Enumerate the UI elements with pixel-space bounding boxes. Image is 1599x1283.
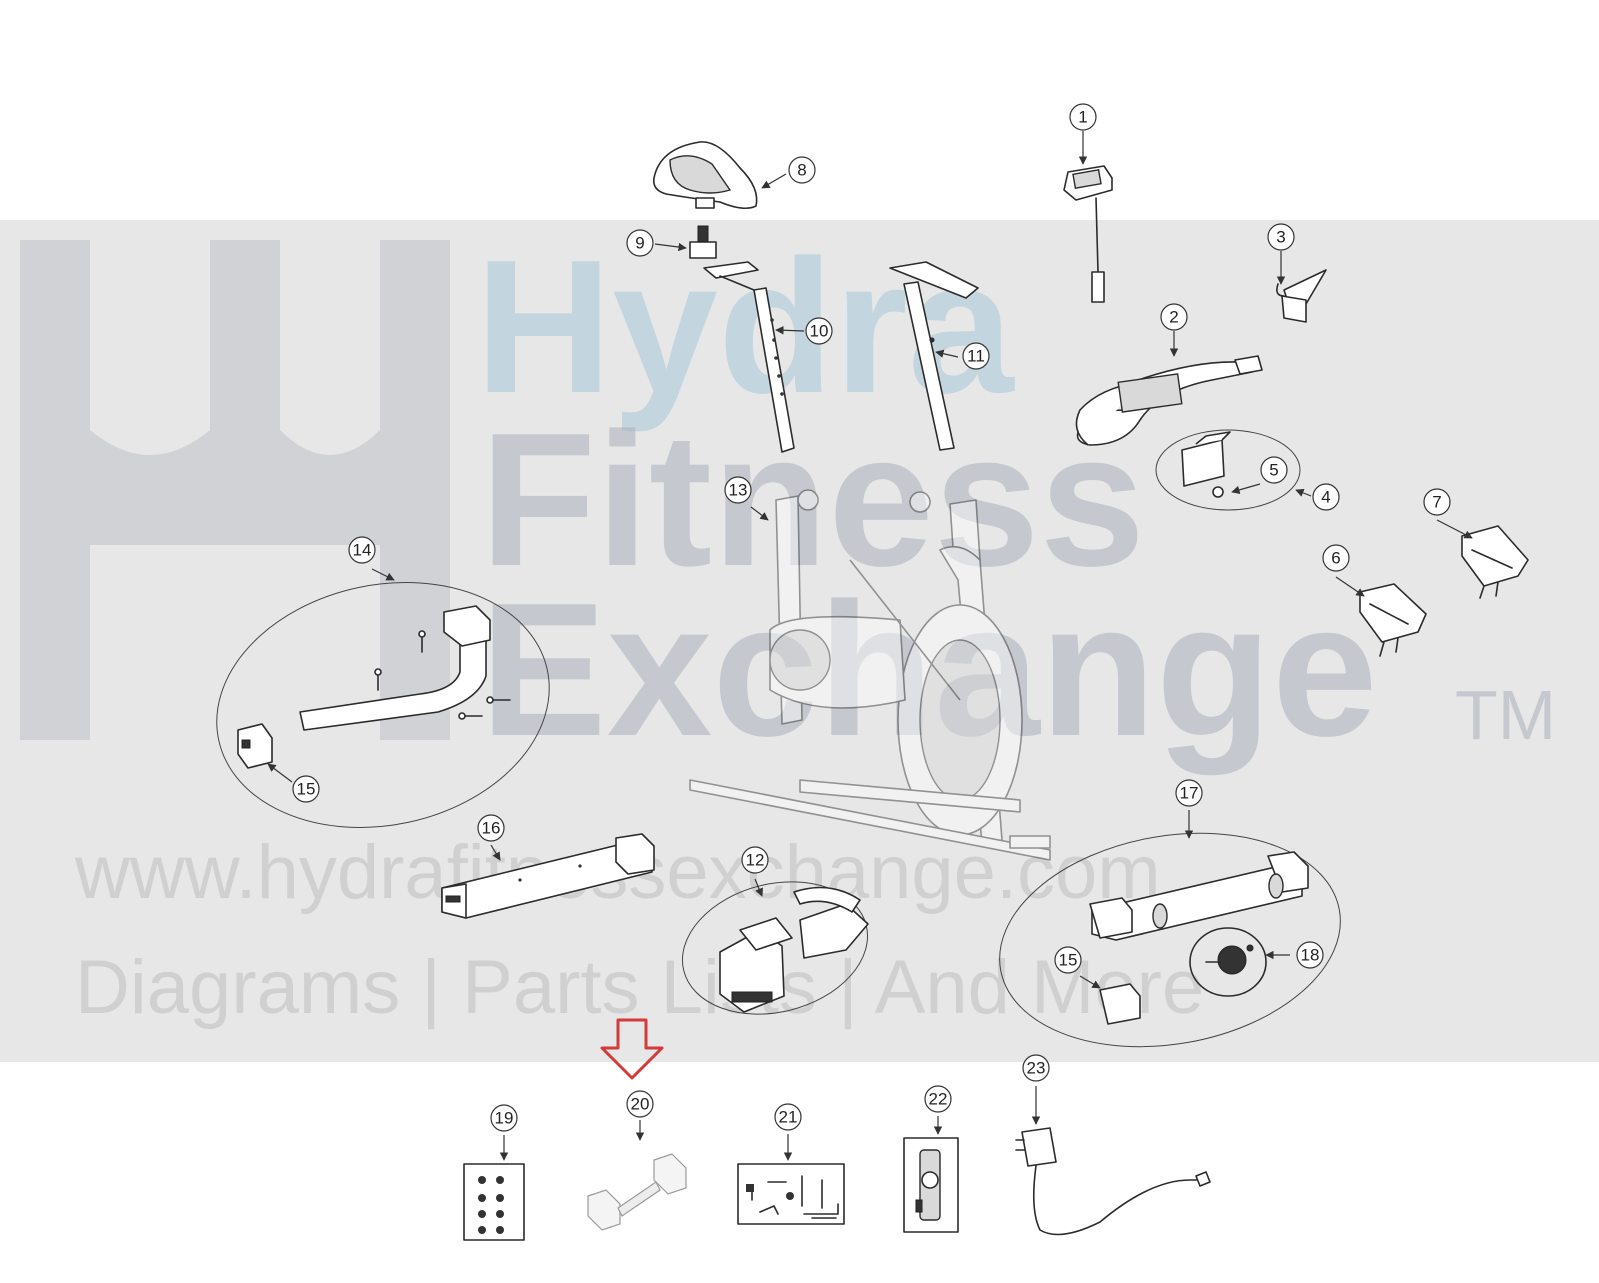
part-console — [1063, 165, 1113, 303]
callout-9: 9 — [626, 229, 654, 257]
callout-7: 7 — [1423, 488, 1451, 516]
svg-text:15: 15 — [297, 780, 316, 799]
part-bracket — [1276, 269, 1327, 323]
svg-text:17: 17 — [1180, 784, 1199, 803]
svg-text:19: 19 — [495, 1109, 514, 1128]
part-strap-right — [1461, 525, 1529, 599]
svg-text:2: 2 — [1169, 308, 1178, 327]
callout-22: 22 — [924, 1085, 952, 1113]
callout-18: 18 — [1296, 941, 1324, 969]
part-rear-base-group — [999, 832, 1341, 1048]
part-main-frame — [689, 489, 1051, 861]
part-seat-post — [703, 261, 795, 453]
callout-15: 15 — [292, 775, 320, 803]
callout-10: 10 — [805, 317, 833, 345]
svg-text:1: 1 — [1078, 108, 1087, 127]
svg-text:21: 21 — [779, 1108, 798, 1127]
svg-text:15: 15 — [1059, 951, 1078, 970]
callout-16: 16 — [477, 814, 505, 842]
svg-text:10: 10 — [810, 322, 829, 341]
part-rear-stabilizer — [441, 833, 655, 919]
callout-3: 3 — [1267, 223, 1295, 251]
callout-23: 23 — [1022, 1054, 1050, 1082]
svg-text:3: 3 — [1276, 228, 1285, 247]
part-dumbbell — [587, 1153, 687, 1231]
part-handlebar — [1075, 355, 1263, 446]
callout-20: 20 — [626, 1090, 654, 1118]
svg-text:12: 12 — [746, 851, 765, 870]
callout-2: 2 — [1160, 303, 1188, 331]
svg-text:22: 22 — [929, 1090, 948, 1109]
callout-5: 5 — [1260, 456, 1288, 484]
callout-15: 15 — [1054, 946, 1082, 974]
svg-text:16: 16 — [482, 819, 501, 838]
part-bracket-assembly-group — [1155, 429, 1301, 511]
part-pedal-group — [681, 881, 869, 1015]
watermark-brand-exchange: Exchange — [480, 575, 1378, 765]
watermark-brand-fitness: Fitness — [480, 394, 1146, 606]
callout-14: 14 — [348, 536, 376, 564]
part-seat-adjuster — [689, 225, 717, 259]
callout-12: 12 — [741, 846, 769, 874]
callout-13: 13 — [724, 476, 752, 504]
callout-11: 11 — [962, 342, 990, 370]
callout-21: 21 — [774, 1103, 802, 1131]
part-bolt-kit — [463, 1163, 525, 1241]
svg-text:18: 18 — [1301, 946, 1320, 965]
callout-17: 17 — [1175, 779, 1203, 807]
callout-1: 1 — [1069, 103, 1097, 131]
callout-8: 8 — [788, 156, 816, 184]
svg-text:9: 9 — [635, 234, 644, 253]
callout-leaders — [267, 131, 1473, 1161]
part-handlebar-post — [889, 261, 979, 451]
watermark-tagline: Diagrams | Parts Lists | And More — [75, 945, 1205, 1030]
svg-text:13: 13 — [729, 481, 748, 500]
svg-text:4: 4 — [1321, 488, 1330, 507]
watermark-trademark: TM — [1455, 676, 1557, 754]
part-strap-left — [1359, 583, 1427, 657]
part-tool-kit — [737, 1163, 845, 1225]
svg-text:7: 7 — [1432, 493, 1441, 512]
highlight-arrow-icon — [600, 1018, 664, 1080]
svg-text:23: 23 — [1027, 1059, 1046, 1078]
callout-6: 6 — [1322, 544, 1350, 572]
svg-text:6: 6 — [1331, 549, 1340, 568]
callout-4: 4 — [1312, 483, 1340, 511]
part-front-stabilizer-group — [216, 582, 550, 828]
part-phone-holder-kit — [903, 1137, 959, 1233]
svg-text:11: 11 — [967, 347, 985, 366]
svg-text:5: 5 — [1269, 461, 1278, 480]
part-saddle — [652, 141, 758, 210]
svg-text:20: 20 — [631, 1095, 650, 1114]
svg-text:14: 14 — [353, 541, 372, 560]
callout-19: 19 — [490, 1104, 518, 1132]
svg-text:8: 8 — [797, 161, 806, 180]
part-power-adapter — [1015, 1127, 1211, 1236]
